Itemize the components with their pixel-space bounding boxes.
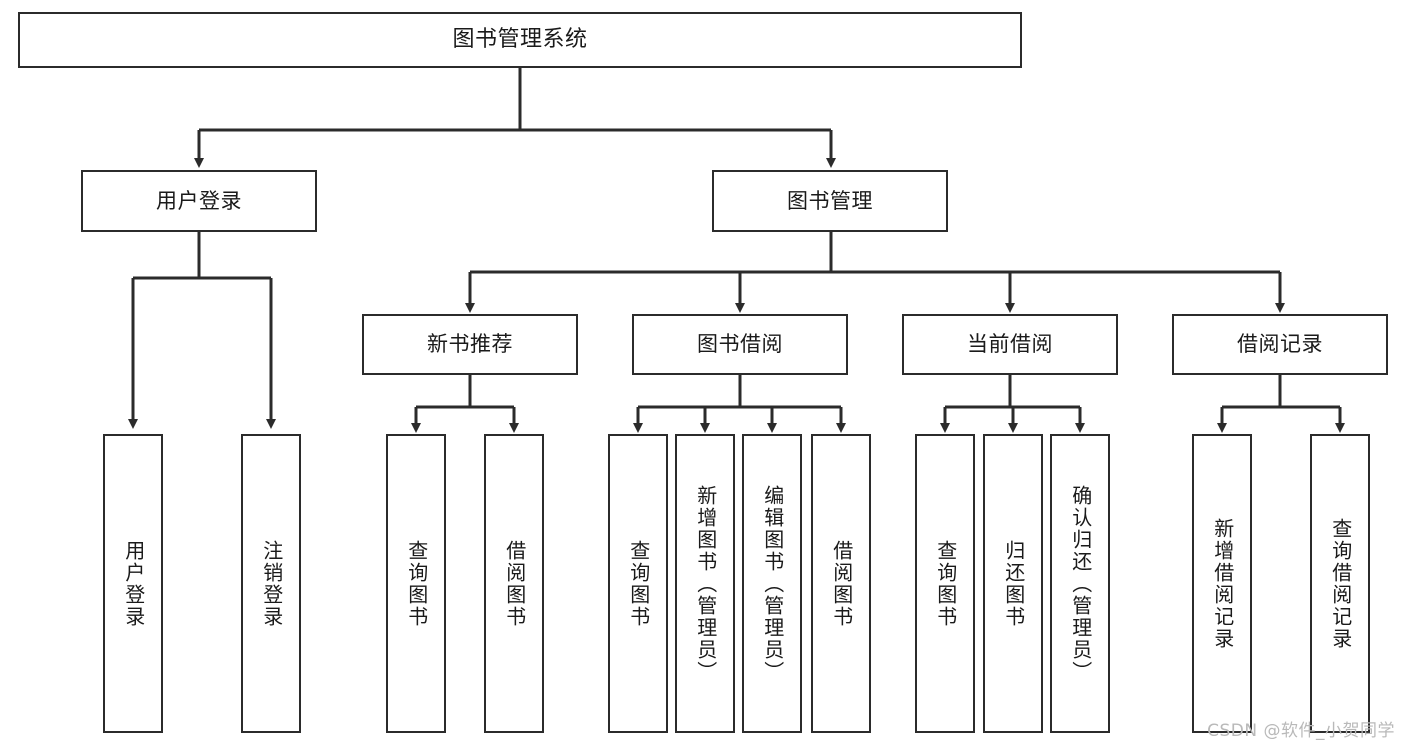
node-leaf-add-book-admin[interactable]: 新增图书（管理员） xyxy=(675,434,735,733)
node-label: 编辑图书（管理员） xyxy=(760,484,785,683)
node-leaf-return-books[interactable]: 归还图书 xyxy=(983,434,1043,733)
node-label: 查询图书 xyxy=(404,539,429,628)
node-label: 确认归还（管理员） xyxy=(1068,484,1093,683)
node-label: 查询借阅记录 xyxy=(1328,517,1353,650)
node-user-login[interactable]: 用户登录 xyxy=(81,170,317,232)
node-root-book-management-system[interactable]: 图书管理系统 xyxy=(18,12,1022,68)
node-label: 新增借阅记录 xyxy=(1210,517,1235,650)
node-label: 归还图书 xyxy=(1001,539,1026,628)
node-label: 注销登录 xyxy=(259,539,284,628)
node-leaf-query-borrowing-record[interactable]: 查询借阅记录 xyxy=(1310,434,1370,733)
node-book-management[interactable]: 图书管理 xyxy=(712,170,948,232)
node-leaf-logout[interactable]: 注销登录 xyxy=(241,434,301,733)
node-leaf-confirm-return-admin[interactable]: 确认归还（管理员） xyxy=(1050,434,1110,733)
node-leaf-borrow-books[interactable]: 借阅图书 xyxy=(811,434,871,733)
node-label: 当前借阅 xyxy=(967,332,1053,357)
node-leaf-query-books-current[interactable]: 查询图书 xyxy=(915,434,975,733)
node-label: 借阅图书 xyxy=(829,539,854,628)
node-leaf-query-books-recommendation[interactable]: 查询图书 xyxy=(386,434,446,733)
node-leaf-query-books-borrowing[interactable]: 查询图书 xyxy=(608,434,668,733)
node-label: 用户登录 xyxy=(156,188,242,213)
node-label: 借阅图书 xyxy=(502,539,527,628)
node-label: 借阅记录 xyxy=(1237,332,1323,357)
node-label: 用户登录 xyxy=(121,539,146,628)
node-borrowing-records[interactable]: 借阅记录 xyxy=(1172,314,1388,375)
node-label: 新书推荐 xyxy=(427,332,513,357)
node-leaf-user-login[interactable]: 用户登录 xyxy=(103,434,163,733)
node-book-borrowing[interactable]: 图书借阅 xyxy=(632,314,848,375)
node-leaf-borrow-books-recommendation[interactable]: 借阅图书 xyxy=(484,434,544,733)
node-label: 查询图书 xyxy=(933,539,958,628)
node-new-book-recommendation[interactable]: 新书推荐 xyxy=(362,314,578,375)
node-label: 图书借阅 xyxy=(697,332,783,357)
node-current-borrowing[interactable]: 当前借阅 xyxy=(902,314,1118,375)
node-label: 图书管理系统 xyxy=(452,27,588,53)
node-label: 新增图书（管理员） xyxy=(693,484,718,683)
node-leaf-edit-book-admin[interactable]: 编辑图书（管理员） xyxy=(742,434,802,733)
node-label: 图书管理 xyxy=(787,188,873,213)
node-leaf-add-borrowing-record[interactable]: 新增借阅记录 xyxy=(1192,434,1252,733)
node-label: 查询图书 xyxy=(626,539,651,628)
